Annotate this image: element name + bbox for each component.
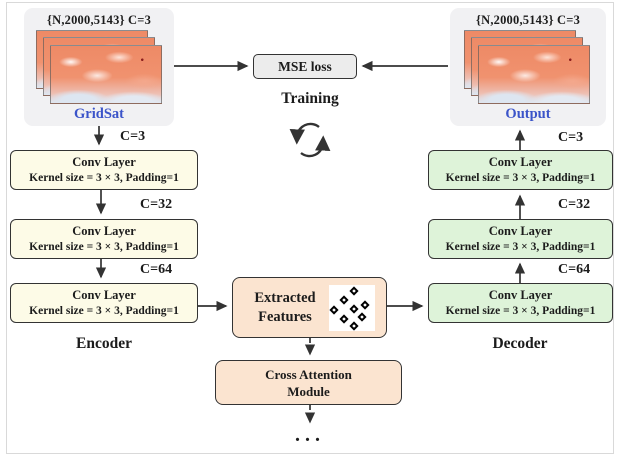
conv-layer-spec: Kernel size = 3 × 3, Padding=1 xyxy=(445,305,596,317)
conv-layer-title: Conv Layer xyxy=(488,224,553,238)
mse-loss-label: MSE loss xyxy=(278,59,332,74)
encoder-title: Encoder xyxy=(76,335,132,352)
conv-layer-title: Conv Layer xyxy=(72,224,136,238)
decoder-conv-layer-1: Conv Layer Kernel size = 3 × 3, Padding=… xyxy=(428,283,613,323)
encoder-conv-layer-2: Conv Layer Kernel size = 3 × 3, Padding=… xyxy=(10,219,198,259)
extracted-features-line1: Extracted xyxy=(254,290,316,306)
cross-attention-module-box: Cross Attention Module xyxy=(215,360,402,405)
encoder-conv-layer-3: Conv Layer Kernel size = 3 × 3, Padding=… xyxy=(10,283,198,323)
encoder-conv-layer-1: Conv Layer Kernel size = 3 × 3, Padding=… xyxy=(10,150,198,190)
decoder-channel-c3: C=3 xyxy=(558,130,584,145)
conv-layer-title: Conv Layer xyxy=(488,288,553,302)
gridsat-caption: GridSat xyxy=(74,106,124,122)
decoder-conv-layer-3: Conv Layer Kernel size = 3 × 3, Padding=… xyxy=(428,150,613,190)
conv-layer-spec: Kernel size = 3 × 3, Padding=1 xyxy=(29,172,179,184)
conv-layer-title: Conv Layer xyxy=(72,288,136,302)
satellite-image-front xyxy=(478,45,590,104)
extracted-features-box: Extracted Features xyxy=(232,277,387,338)
decoder-channel-c64: C=64 xyxy=(558,262,591,277)
conv-layer-spec: Kernel size = 3 × 3, Padding=1 xyxy=(29,305,179,317)
decoder-title: Decoder xyxy=(492,335,548,352)
continuation-ellipsis: ... xyxy=(295,424,325,446)
encoder-channel-c32: C=32 xyxy=(140,197,173,212)
conv-layer-title: Conv Layer xyxy=(72,155,136,169)
encoder-channel-c64: C=64 xyxy=(140,262,173,277)
output-panel: {N,2000,5143} C=3 Output xyxy=(450,8,606,126)
output-shape-label: {N,2000,5143} C=3 xyxy=(475,13,581,27)
encoder-channel-c3: C=3 xyxy=(120,129,146,144)
cross-attention-label: Cross Attention Module xyxy=(216,366,401,400)
gridsat-shape-label: {N,2000,5143} C=3 xyxy=(46,13,152,27)
cross-attention-line1: Cross Attention xyxy=(265,367,352,382)
extracted-features-label: Extracted Features xyxy=(241,289,329,327)
decoder-channel-c32: C=32 xyxy=(558,197,591,212)
conv-layer-spec: Kernel size = 3 × 3, Padding=1 xyxy=(29,241,179,253)
cross-attention-line2: Module xyxy=(287,384,330,399)
figure-border xyxy=(6,2,614,454)
conv-layer-spec: Kernel size = 3 × 3, Padding=1 xyxy=(445,172,596,184)
conv-layer-spec: Kernel size = 3 × 3, Padding=1 xyxy=(445,241,596,253)
training-label: Training xyxy=(281,90,339,107)
output-caption: Output xyxy=(505,106,551,122)
extracted-features-line2: Features xyxy=(258,309,312,325)
diamond-pattern-icon xyxy=(329,285,375,331)
gridsat-panel: {N,2000,5143} C=3 GridSat xyxy=(24,8,174,126)
decoder-conv-layer-2: Conv Layer Kernel size = 3 × 3, Padding=… xyxy=(428,219,613,259)
mse-loss-box: MSE loss xyxy=(253,54,357,79)
conv-layer-title: Conv Layer xyxy=(488,155,553,169)
satellite-image-front xyxy=(50,45,162,104)
